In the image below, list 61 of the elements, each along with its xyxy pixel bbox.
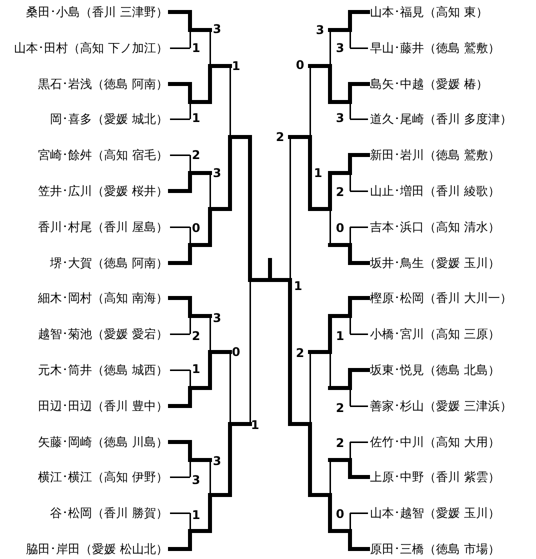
score: 2 bbox=[336, 436, 344, 450]
score: 1 bbox=[314, 166, 322, 180]
player-pair-entry: 桑田･小島（香川 三津野） bbox=[0, 3, 168, 21]
player-pair-entry: 山本･田村（高知 下ノ加江） bbox=[0, 38, 168, 57]
player-pair-entry: 香川･村尾（香川 屋島） bbox=[0, 218, 168, 236]
score: 0 bbox=[296, 58, 304, 72]
player-pair-entry: 道久･尾崎（香川 多度津） bbox=[370, 110, 536, 128]
score: 2 bbox=[276, 130, 284, 144]
player-pair-entry: 佐竹･中川（高知 大用） bbox=[370, 432, 536, 451]
score: 1 bbox=[250, 418, 260, 432]
score: 0 bbox=[336, 221, 344, 235]
score: 2 bbox=[192, 329, 200, 343]
score: 3 bbox=[336, 111, 344, 125]
player-pair-entry: 坂東･悦見（徳島 北島） bbox=[370, 361, 536, 379]
score: 1 bbox=[232, 59, 240, 73]
player-pair-entry: 島矢･中越（愛媛 椿） bbox=[370, 74, 536, 93]
score: 0 bbox=[232, 345, 240, 359]
player-pair-entry: 吉本･浜口（高知 清水） bbox=[370, 218, 536, 236]
score: 0 bbox=[336, 507, 344, 521]
player-pair-entry: 坂井･鳥生（愛媛 玉川） bbox=[370, 254, 536, 272]
player-pair-entry: 矢藤･岡崎（徳島 川島） bbox=[0, 432, 168, 451]
player-pair-entry: 山本･越智（愛媛 玉川） bbox=[370, 504, 536, 522]
score: 3 bbox=[212, 454, 222, 468]
score: 3 bbox=[212, 22, 222, 36]
player-pair-entry: 新田･岩川（徳島 鷲敷） bbox=[370, 146, 536, 164]
score: 3 bbox=[212, 166, 222, 180]
player-pair-entry: 谷･松岡（香川 勝賀） bbox=[0, 504, 168, 522]
score: 2 bbox=[336, 401, 344, 415]
score: 2 bbox=[192, 148, 200, 162]
score: 0 bbox=[192, 221, 200, 235]
score: 1 bbox=[192, 41, 200, 55]
score: 3 bbox=[336, 41, 344, 55]
score: 1 bbox=[192, 362, 200, 376]
score: 1 bbox=[192, 508, 200, 522]
score: 1 bbox=[192, 111, 200, 125]
player-pair-entry: 細木･岡村（高知 南海） bbox=[0, 289, 168, 308]
score: 2 bbox=[296, 346, 304, 360]
player-pair-entry: 山本･福見（高知 東） bbox=[370, 3, 536, 21]
score: 1 bbox=[294, 279, 302, 293]
player-pair-entry: 脇田･岸田（愛媛 松山北） bbox=[0, 540, 168, 558]
score: 2 bbox=[336, 185, 344, 199]
player-pair-entry: 善家･杉山（愛媛 三津浜） bbox=[370, 396, 536, 415]
score: 3 bbox=[316, 23, 324, 37]
player-pair-entry: 山止･増田（香川 綾歌） bbox=[370, 182, 536, 200]
player-pair-entry: 小橋･宮川（高知 三原） bbox=[370, 325, 536, 344]
player-pair-entry: 岡･喜多（愛媛 城北） bbox=[0, 110, 168, 128]
player-pair-entry: 田辺･田辺（香川 豊中） bbox=[0, 396, 168, 415]
score: 3 bbox=[192, 473, 200, 487]
player-pair-entry: 宮崎･餘舛（高知 宿毛） bbox=[0, 146, 168, 164]
score: 1 bbox=[336, 329, 344, 343]
score: 3 bbox=[212, 311, 222, 325]
player-pair-entry: 笠井･広川（愛媛 桜井） bbox=[0, 182, 168, 200]
player-pair-entry: 黒石･岩浅（徳島 阿南） bbox=[0, 74, 168, 93]
player-pair-entry: 元木･筒井（徳島 城西） bbox=[0, 361, 168, 379]
player-pair-entry: 原田･三橋（徳島 市場） bbox=[370, 540, 536, 558]
player-pair-entry: 早山･藤井（徳島 鷲敷） bbox=[370, 38, 536, 57]
player-pair-entry: 上原･中野（香川 紫雲） bbox=[370, 468, 536, 486]
player-pair-entry: 横江･横江（高知 伊野） bbox=[0, 468, 168, 486]
player-pair-entry: 樫原･松岡（香川 大川一） bbox=[370, 289, 536, 308]
player-pair-entry: 堺･大賀（徳島 阿南） bbox=[0, 254, 168, 272]
player-pair-entry: 越智･菊池（愛媛 愛宕） bbox=[0, 325, 168, 344]
